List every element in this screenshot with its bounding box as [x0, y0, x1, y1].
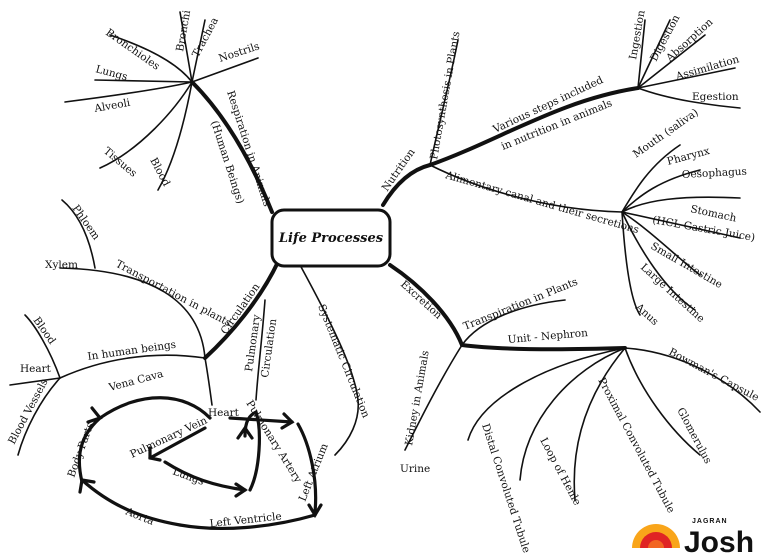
kidney-label: Kidney in Animals	[403, 350, 432, 447]
human-label: In human beings	[87, 339, 177, 363]
cycle-pulmonary-vein: Pulmonary Vein	[128, 414, 209, 460]
excretion-label: Excretion	[398, 278, 444, 321]
center-node: Life Processes	[270, 208, 392, 268]
pulmonary-artery-arrowhead	[236, 425, 254, 440]
pulmonary-vein-arrow	[148, 426, 207, 460]
pulmonary-vein-arrowhead	[148, 446, 162, 462]
respiration-item-tissues: Tissues	[101, 145, 139, 180]
plant-xylem: Xylem	[45, 259, 78, 271]
cycle-heart: Heart	[208, 407, 240, 419]
pulmonary-artery-arrow	[243, 409, 261, 492]
lungs-arrowhead	[234, 482, 248, 498]
canal-anus: Anus	[632, 301, 660, 328]
aorta-arrow	[80, 478, 182, 527]
systemic-label: Systematic Circulation	[315, 303, 372, 420]
respiration-branch: Respiration in Animals (Human Beings) Tr…	[64, 9, 274, 214]
lungs-arrow	[163, 460, 247, 492]
nephron-bowmans: Bowman's Capsule	[667, 346, 761, 404]
center-title: Life Processes	[278, 231, 384, 246]
step-egestion: Egestion	[692, 91, 739, 103]
transpiration-label: Transpiration in Plants	[462, 276, 580, 333]
urine-label: Urine	[400, 463, 430, 475]
heart-to-artery-arrow	[228, 416, 294, 424]
canal-stomach-juice: (HCL Gastric Juice)	[651, 214, 755, 244]
cycle-lungs: Lungs	[171, 466, 206, 488]
human-heart: Heart	[20, 363, 52, 375]
nephron-label: Unit - Nephron	[507, 327, 588, 346]
cycle-aorta: Aorta	[123, 505, 156, 528]
left-ventricle-arrow	[178, 513, 317, 531]
vena-cava-arrow	[77, 396, 212, 484]
logo-small-text: JAGRAN	[692, 518, 728, 525]
canal-pharynx: Pharynx	[666, 145, 711, 168]
respiration-item-nostrils: Nostrils	[217, 40, 261, 64]
step-ingestion: Ingestion	[627, 9, 648, 60]
nephron-dct: Distal Convoluted Tubule	[479, 422, 532, 554]
aorta-arrowhead	[78, 478, 96, 494]
logo-sun-inner	[648, 540, 664, 548]
canal-oesophagus: Oesophagus	[682, 166, 748, 181]
cycle-vena-cava: Vena Cava	[107, 368, 165, 394]
heart-to-artery-arrowhead	[280, 412, 295, 430]
nutrition-branch: Nutrition Photosynthesis in Plants Vario…	[380, 9, 756, 328]
logo-big-text: Josh	[684, 526, 754, 559]
cycle-left-atrium: Left Atrium	[297, 442, 331, 503]
plants-label: Transportation in plants	[114, 258, 234, 329]
respiration-item-bronchi: Bronchi	[174, 9, 193, 53]
excretion-branch: Excretion Transpiration in Plants Kidney…	[388, 263, 761, 554]
respiration-item-bronchioles: Bronchioles	[103, 27, 162, 73]
photosynthesis-label: Photosynthesis in Plants	[428, 30, 462, 160]
left-atrium-arrow	[296, 422, 318, 514]
canal-label: Alimentary canal and their secretions	[443, 169, 640, 236]
center-box	[270, 208, 392, 268]
nephron-loop: Loop of Henle	[537, 436, 583, 508]
cycle-pulmonary-artery: Pulmonary Artery	[243, 398, 303, 485]
vena-cava-arrowhead	[86, 406, 103, 424]
jagran-josh-logo: JAGRAN Josh	[632, 518, 754, 559]
nephron-pct: Proximal Convoluted Tubule	[595, 376, 677, 515]
respiration-item-alveoli: Alveoli	[92, 97, 131, 115]
respiration-item-blood: Blood	[147, 156, 172, 189]
human-blood-vessels: Blood Vessels	[6, 377, 51, 447]
